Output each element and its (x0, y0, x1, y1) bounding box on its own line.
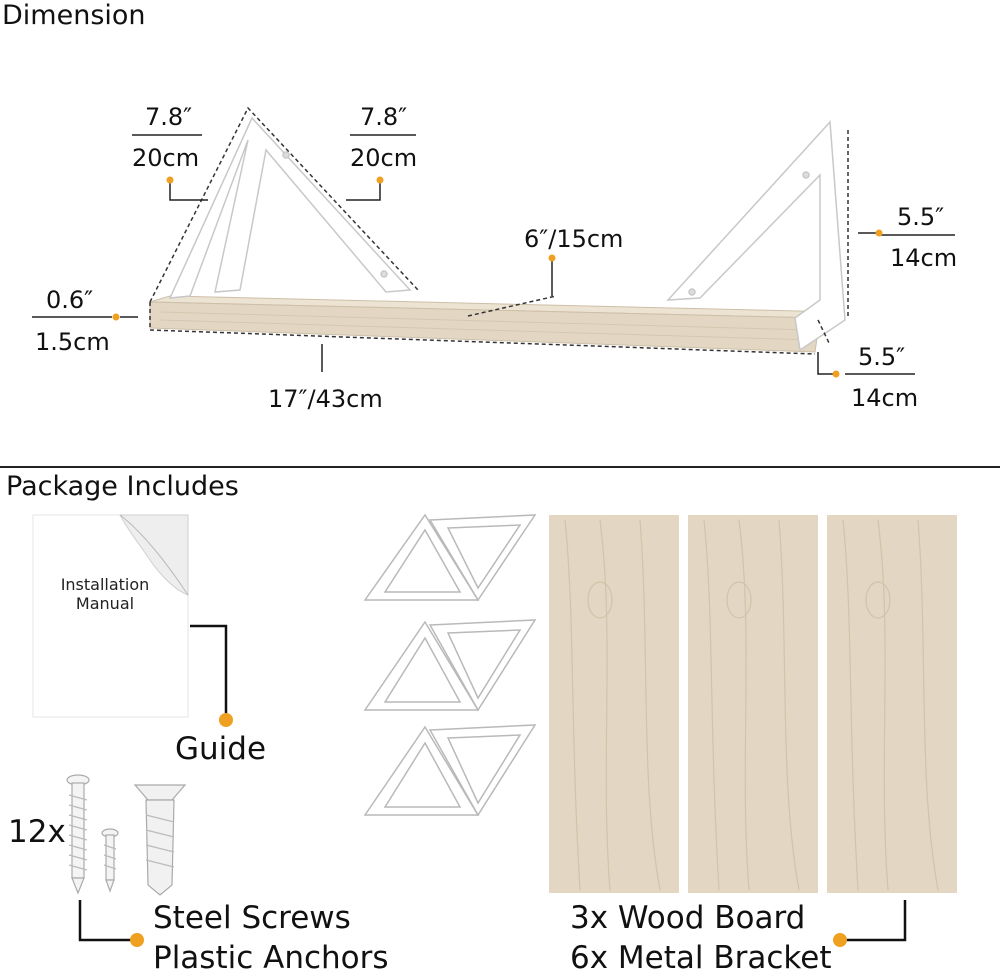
right-bracket (666, 120, 846, 352)
guide-label: Guide (175, 731, 267, 767)
boards-label-line2: 6x Metal Bracket (570, 940, 832, 976)
installation-manual-image (32, 514, 189, 718)
right-depth-inch-label: 5.5″ (858, 343, 906, 371)
screws-label-line2: Plastic Anchors (153, 940, 389, 976)
boards-label-line1: 3x Wood Board (570, 900, 806, 936)
package-title: Package Includes (6, 471, 239, 502)
leader-lines (32, 134, 955, 375)
bracket-right-inch-label: 7.8″ (360, 103, 408, 131)
thickness-cm-label: 1.5cm (35, 328, 110, 356)
boards-leader (833, 900, 907, 947)
metal-brackets-image (363, 513, 537, 817)
wood-boards-image (549, 515, 957, 893)
bracket-pair-3 (363, 724, 537, 817)
long-screw (66, 774, 90, 895)
bracket-left-cm-label: 20cm (132, 144, 200, 172)
short-screw (101, 828, 119, 893)
plastic-anchor (133, 784, 187, 896)
screw-count-label: 12x (8, 814, 66, 850)
manual-cover-text: Installation Manual (60, 575, 150, 614)
length-label: 17″/43cm (268, 385, 383, 413)
bracket-pair-1 (363, 513, 537, 602)
bracket-left-inch-label: 7.8″ (145, 103, 193, 131)
thickness-inch-label: 0.6″ (46, 286, 94, 314)
screws-anchors-image (66, 774, 187, 896)
left-bracket (168, 116, 412, 299)
right-height-cm-label: 14cm (890, 244, 958, 272)
right-height-inch-label: 5.5″ (897, 203, 945, 231)
dimension-title: Dimension (2, 0, 146, 31)
right-depth-cm-label: 14cm (851, 384, 919, 412)
dimension-guides (149, 106, 849, 355)
bracket-pair-2 (363, 619, 537, 712)
screws-label-line1: Steel Screws (153, 900, 351, 936)
screws-leader (78, 900, 144, 947)
guide-leader (190, 624, 233, 727)
marker-dots (112, 176, 883, 378)
depth-center-label: 6″/15cm (524, 225, 624, 253)
shelf-dimension-diagram (0, 106, 1000, 468)
bracket-right-cm-label: 20cm (350, 144, 418, 172)
